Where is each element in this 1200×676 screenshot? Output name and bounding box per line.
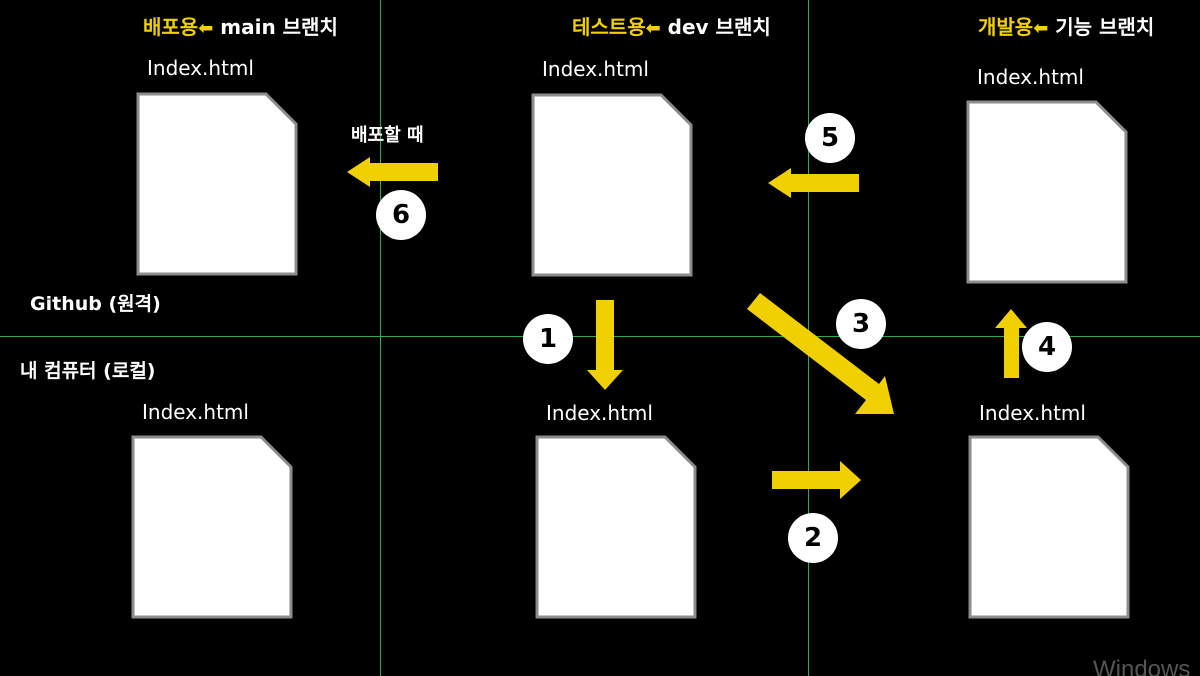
file-label-remote-dev: Index.html: [542, 57, 649, 81]
arrow-push-up: [995, 309, 1027, 378]
header-main-purpose: 배포용: [143, 15, 199, 39]
column-divider-left: [380, 0, 381, 676]
header-dev-branch: dev 브랜치: [667, 15, 771, 39]
document-icon-local-feature: [968, 435, 1130, 619]
arrow-pull-down: [587, 300, 623, 390]
step-6-badge: 6: [376, 190, 426, 240]
arrow-diagonal: [747, 293, 894, 414]
deploy-note: 배포할 때: [351, 125, 424, 146]
document-icon-local-dev: [535, 435, 697, 619]
arrow-branch-right: [772, 461, 861, 499]
step-3-badge: 3: [836, 299, 886, 349]
left-arrow-icon: ⬅: [198, 18, 214, 39]
step-4-badge: 4: [1022, 322, 1072, 372]
step-5-badge: 5: [805, 113, 855, 163]
header-main-branch: main 브랜치: [220, 15, 338, 39]
file-label-local-dev: Index.html: [546, 401, 653, 425]
file-label-local-feature: Index.html: [979, 401, 1086, 425]
header-main: 배포용⬅ main 브랜치: [143, 11, 338, 40]
document-icon-remote-main: [136, 92, 298, 276]
header-feature-purpose: 개발용: [978, 15, 1034, 39]
header-feature-branch: 기능 브랜치: [1055, 15, 1155, 39]
left-arrow-icon: ⬅: [645, 18, 661, 39]
header-dev-purpose: 테스트용: [572, 15, 646, 39]
zone-local-label: 내 컴퓨터 (로컬): [20, 360, 156, 382]
document-icon-local-main: [131, 435, 293, 619]
zone-remote-label: Github (원격): [30, 293, 161, 315]
arrow-deploy-left: [347, 157, 438, 187]
document-icon-remote-feature: [966, 100, 1128, 284]
arrow-merge-to-dev-left: [768, 168, 859, 198]
header-feature: 개발용⬅ 기능 브랜치: [978, 11, 1154, 40]
file-label-remote-feature: Index.html: [977, 65, 1084, 89]
header-dev: 테스트용⬅ dev 브랜치: [572, 11, 771, 40]
step-2-badge: 2: [788, 513, 838, 563]
step-1-badge: 1: [523, 314, 573, 364]
document-icon-remote-dev: [531, 93, 693, 277]
file-label-local-main: Index.html: [142, 400, 249, 424]
file-label-remote-main: Index.html: [147, 56, 254, 80]
left-arrow-icon: ⬅: [1033, 18, 1049, 39]
windows-watermark: Windows: [1093, 656, 1191, 676]
